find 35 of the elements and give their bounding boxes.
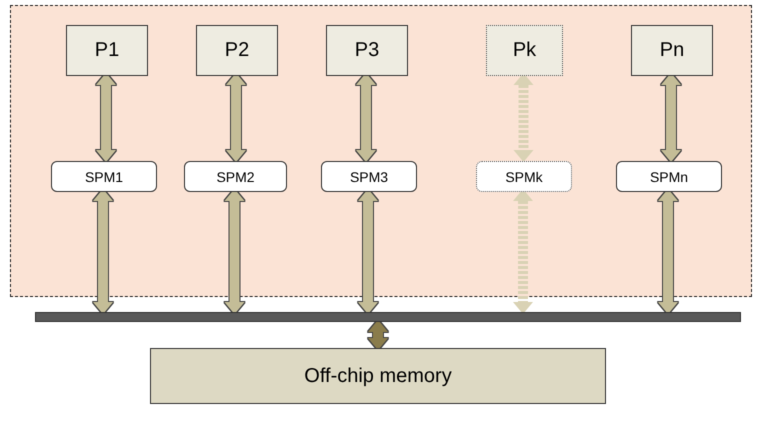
- double-arrow: [96, 73, 116, 162]
- node-label: Pk: [512, 39, 536, 62]
- double-arrow: [224, 189, 244, 314]
- double-arrow: [358, 189, 378, 314]
- double-arrow: [226, 73, 246, 162]
- double-arrow: [661, 73, 681, 162]
- processor-box: [326, 25, 408, 76]
- double-arrow: [356, 73, 376, 162]
- double-arrow: [93, 189, 113, 314]
- double-arrow: [368, 320, 388, 350]
- node-label: SPM1: [84, 168, 124, 184]
- node-label: SPM2: [216, 168, 255, 184]
- scratchpad-memory-box: [51, 161, 157, 192]
- node-label: P3: [354, 39, 380, 62]
- processor-box: [196, 25, 278, 76]
- processor-box: [486, 25, 563, 76]
- bus-bar: [35, 312, 741, 322]
- node-label: P2: [224, 39, 250, 62]
- double-arrow: [514, 73, 534, 162]
- processor-box: [631, 25, 713, 76]
- node-label: SPMn: [650, 168, 688, 184]
- node-label: P1: [94, 39, 120, 62]
- node-label: SPMk: [505, 168, 543, 184]
- chip-region: [10, 5, 752, 297]
- node-label: SPM3: [350, 168, 388, 184]
- double-arrow: [513, 189, 533, 314]
- processor-box: [66, 25, 148, 76]
- double-arrow: [658, 189, 678, 314]
- scratchpad-memory-box: [476, 161, 572, 192]
- scratchpad-memory-box: [184, 161, 287, 192]
- scratchpad-memory-box: [321, 161, 417, 192]
- scratchpad-memory-box: [616, 161, 722, 192]
- node-label: Pn: [660, 39, 684, 62]
- node-label: Off-chip memory: [304, 364, 452, 388]
- memory-box: [150, 348, 606, 404]
